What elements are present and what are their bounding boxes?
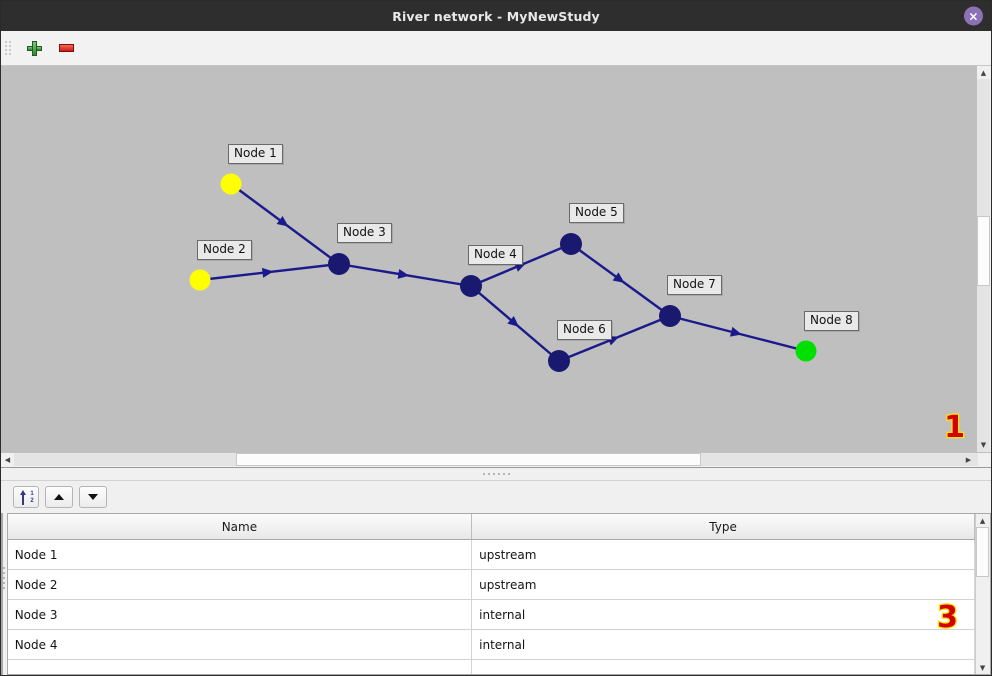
graph-node-node-5[interactable]	[560, 233, 582, 255]
add-element-button[interactable]	[22, 36, 46, 60]
splitter-grip	[3, 567, 6, 589]
node-label-node-2[interactable]: Node 2	[197, 240, 252, 261]
graph-node-node-4[interactable]	[460, 275, 482, 297]
scroll-up-icon[interactable]: ▲	[980, 68, 987, 77]
table-cell[interactable]: internal	[471, 599, 976, 630]
canvas-vertical-scrollbar[interactable]: ▲ ▼	[976, 66, 991, 467]
table-cell[interactable]: Node 3	[7, 599, 473, 630]
table-cell[interactable]: upstream	[471, 569, 976, 600]
nodes-move-up-button[interactable]	[44, 486, 73, 508]
column-header-type[interactable]: Type	[471, 514, 976, 540]
graph-node-node-8[interactable]	[795, 340, 817, 362]
nodes-vertical-scrollbar[interactable]: ▲ ▼	[975, 514, 991, 674]
canvas-vscroll-thumb[interactable]	[977, 216, 990, 286]
graph-node-node-1[interactable]	[220, 173, 242, 195]
nodes-move-down-button[interactable]	[78, 486, 107, 508]
network-graph	[189, 173, 817, 372]
horizontal-splitter[interactable]	[1, 468, 991, 481]
canvas-hscroll-thumb[interactable]	[236, 453, 701, 466]
column-header-name[interactable]: Name	[7, 514, 473, 540]
node-label-node-7[interactable]: Node 7	[667, 275, 722, 296]
graph-node-node-3[interactable]	[328, 253, 350, 275]
scroll-left-icon[interactable]: ◀	[4, 455, 11, 464]
table-row-empty[interactable]	[7, 659, 976, 674]
node-label-node-1[interactable]: Node 1	[228, 144, 283, 165]
edge-arrowhead	[276, 215, 289, 227]
node-label-node-3[interactable]: Node 3	[337, 223, 392, 244]
table-cell[interactable]: Node 2	[7, 569, 473, 600]
table-cell[interactable]: Node 1	[7, 539, 473, 570]
canvas-horizontal-scrollbar[interactable]: ◀ ▶	[1, 452, 991, 467]
remove-element-button[interactable]	[54, 36, 78, 60]
node-label-node-8[interactable]: Node 8	[804, 311, 859, 332]
triangle-up-icon	[53, 494, 64, 500]
graph-node-node-7[interactable]	[659, 305, 681, 327]
triangle-down-icon	[87, 494, 98, 500]
close-icon[interactable]: ×	[964, 6, 983, 26]
edge-arrowhead	[397, 268, 410, 279]
edge-arrowhead	[507, 315, 519, 327]
scroll-right-icon[interactable]: ▶	[965, 455, 972, 464]
splitter-grip	[482, 473, 510, 475]
graph-node-node-6[interactable]	[548, 350, 570, 372]
nodes-vscroll-thumb[interactable]	[976, 527, 990, 577]
minus-icon	[58, 44, 74, 52]
toolbar-drag-handle[interactable]	[5, 38, 12, 58]
title-bar: River network - MyNewStudy ×	[1, 1, 991, 31]
node-label-node-5[interactable]: Node 5	[569, 203, 624, 224]
table-cell[interactable]	[7, 659, 473, 674]
network-canvas[interactable]: Node 1 Node 2 Node 3 Node 4 Node 5 Node 6 Node…	[1, 66, 991, 468]
scroll-down-icon[interactable]: ▼	[979, 663, 986, 672]
scroll-down-icon[interactable]: ▼	[980, 440, 987, 449]
edge-arrowhead	[729, 326, 742, 337]
table-cell[interactable]: upstream	[471, 539, 976, 570]
window-title: River network - MyNewStudy	[392, 8, 600, 24]
table-cell[interactable]	[471, 659, 976, 674]
node-label-node-6[interactable]: Node 6	[557, 320, 612, 341]
main-toolbar	[1, 31, 991, 66]
vertical-splitter[interactable]	[1, 481, 7, 675]
scroll-up-icon[interactable]: ▲	[979, 516, 986, 525]
edge-arrowhead	[261, 267, 274, 278]
annotation-marker-1: 1	[943, 409, 966, 447]
edge-arrowhead	[612, 272, 625, 283]
table-cell[interactable]: internal	[471, 629, 976, 660]
graph-node-node-2[interactable]	[189, 269, 211, 291]
node-label-node-4[interactable]: Node 4	[468, 245, 523, 266]
table-cell[interactable]: Node 4	[7, 629, 473, 660]
plus-icon	[26, 40, 42, 56]
